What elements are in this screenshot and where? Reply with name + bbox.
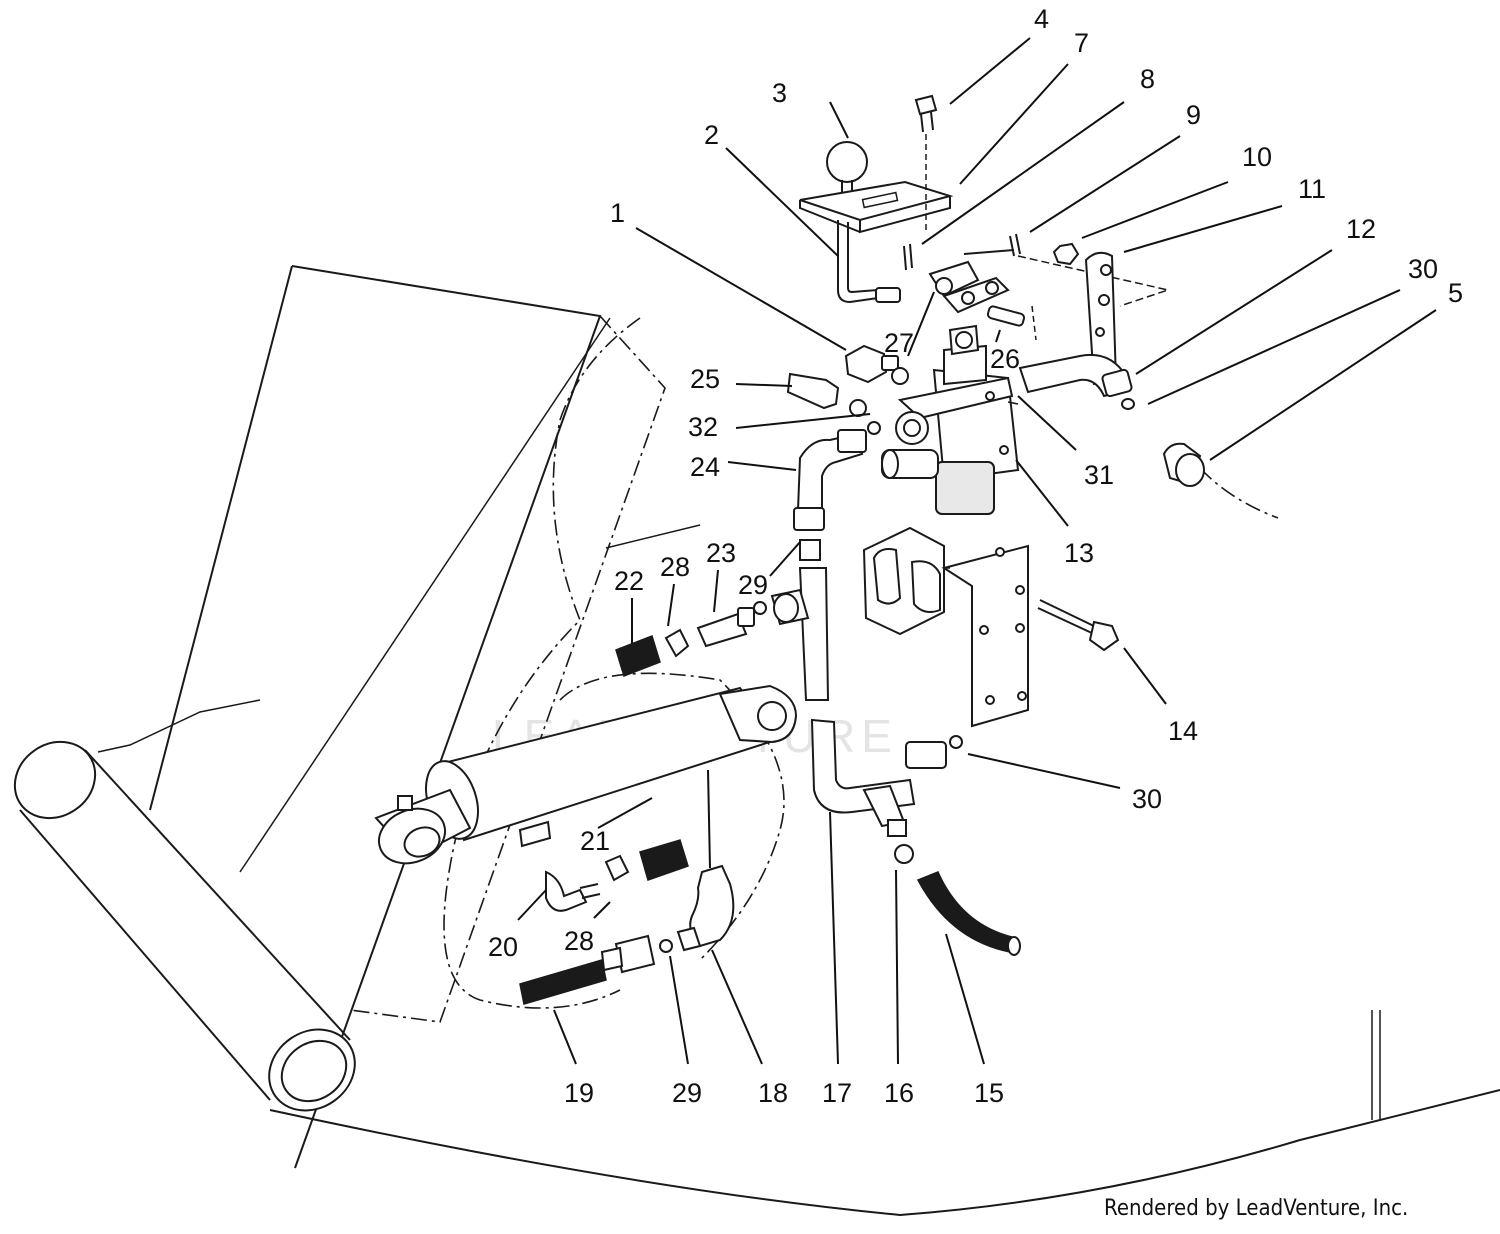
callout-25: 25 [690, 364, 720, 394]
leader-lines [517, 37, 1437, 1065]
callout-4: 4 [1034, 4, 1049, 34]
callout-10: 10 [1242, 142, 1272, 172]
callout-32: 32 [688, 412, 718, 442]
callout-26: 26 [990, 344, 1020, 374]
callout-5: 5 [1448, 278, 1463, 308]
hose-19 [519, 959, 607, 1005]
callout-20: 20 [488, 932, 518, 962]
callout-21: 21 [580, 826, 610, 856]
inlet-fittings [786, 344, 909, 435]
elbow-fitting-12 [1018, 354, 1205, 487]
callout-18: 18 [758, 1078, 788, 1108]
callout-27: 27 [884, 328, 914, 358]
callout-22: 22 [614, 566, 644, 596]
callout-31: 31 [1084, 460, 1114, 490]
lower-hose-fittings [545, 839, 735, 974]
callout-28a: 28 [660, 552, 690, 582]
callout-17: 17 [822, 1078, 852, 1108]
tube-17 [793, 429, 963, 864]
control-valve [881, 324, 1020, 515]
callout-9: 9 [1186, 100, 1201, 130]
callout-11: 11 [1298, 174, 1326, 204]
cross-tube [13, 740, 356, 1112]
callout-8: 8 [1140, 64, 1155, 94]
callout-23: 23 [706, 538, 736, 568]
frame-outline [13, 265, 1500, 1217]
bolt-14 [1037, 599, 1120, 652]
hydraulic-cylinder [374, 684, 798, 865]
callout-29a: 29 [738, 570, 768, 600]
callout-1: 1 [610, 198, 625, 228]
callout-15: 15 [974, 1078, 1004, 1108]
callout-30b: 30 [1132, 784, 1162, 814]
hose-15 [916, 871, 1021, 956]
callout-labels: 1 2 3 4 5 7 8 9 10 11 12 13 14 15 16 17 … [488, 4, 1463, 1108]
mount-bracket [862, 526, 1029, 728]
callout-16: 16 [884, 1078, 914, 1108]
callout-29b: 29 [672, 1078, 702, 1108]
lever-plate-assembly [799, 94, 1171, 341]
credit-text: Rendered by LeadVenture, Inc. [1104, 1196, 1409, 1221]
callout-14: 14 [1168, 716, 1198, 746]
upper-hose-fittings [615, 588, 810, 677]
callout-12: 12 [1346, 214, 1376, 244]
callout-19: 19 [564, 1078, 594, 1108]
callout-28b: 28 [564, 926, 594, 956]
callout-13: 13 [1064, 538, 1094, 568]
callout-30a: 30 [1408, 254, 1438, 284]
callout-3: 3 [772, 78, 787, 108]
callout-24: 24 [690, 452, 720, 482]
bracket-11 [1052, 242, 1118, 386]
callout-7: 7 [1074, 28, 1089, 58]
callout-2: 2 [704, 120, 719, 150]
